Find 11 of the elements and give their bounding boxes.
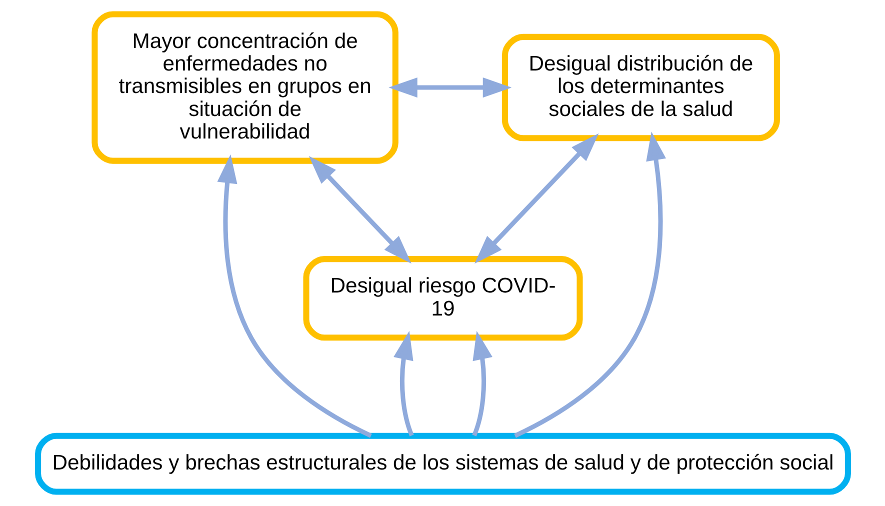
- node-box: Debilidades y brechas estructurales de los sistemas de salud y de protección social: [34, 432, 850, 495]
- arrow: [514, 132, 666, 438]
- arrow: [472, 330, 492, 436]
- arrow: [388, 77, 512, 98]
- arrow: [308, 156, 411, 264]
- node-box: Desigual distribución de los determinantes sociales de la salud: [501, 34, 780, 142]
- node-box: Desigual riesgo COVID- 19: [302, 256, 582, 341]
- node-box: Mayor concentración de enfermedades no transmisibles en grupos en situación de vulnerabilidad: [91, 11, 398, 164]
- arrow: [474, 133, 598, 264]
- arrow: [216, 154, 372, 438]
- arrow: [393, 330, 414, 436]
